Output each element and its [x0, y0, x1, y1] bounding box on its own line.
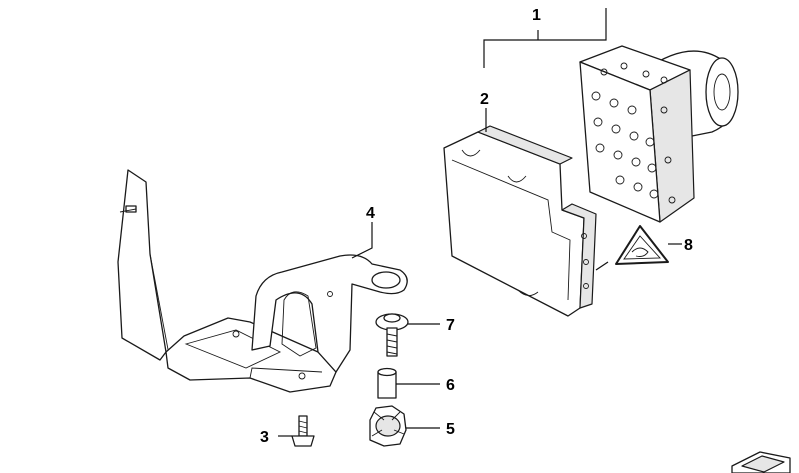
- callout-5: 5: [446, 421, 455, 438]
- corner-symbol-icon: [731, 451, 791, 473]
- control-module: [443, 108, 597, 317]
- spacer-sleeve: [377, 367, 440, 399]
- warning-label: [595, 225, 682, 271]
- bracket: [117, 169, 408, 393]
- callout-6: 6: [446, 377, 455, 394]
- rubber-mount: [369, 405, 440, 447]
- callout-2: 2: [480, 91, 489, 108]
- callout-4: 4: [366, 205, 375, 222]
- callout-3: 3: [260, 429, 269, 446]
- bolt-7: [375, 313, 440, 357]
- callout-1: 1: [532, 7, 541, 24]
- hydraulic-unit: [483, 8, 739, 223]
- callout-7: 7: [446, 317, 455, 334]
- callout-8: 8: [684, 237, 693, 254]
- screw-3: [278, 415, 315, 447]
